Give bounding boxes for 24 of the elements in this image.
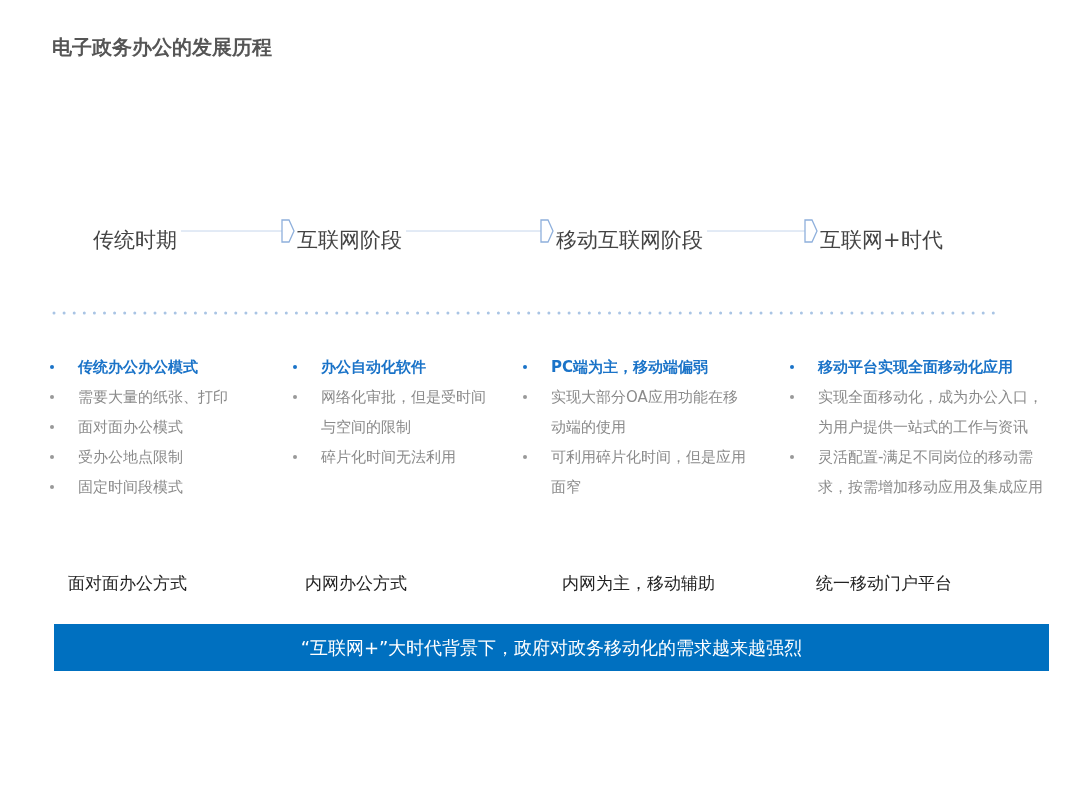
banner: “互联网+”大时代背景下，政府对政务移动化的需求越来越强烈 (54, 624, 1049, 671)
bullet-item: 实现全面移动化，成为办公入口，为用户提供一站式的工作与资讯 (818, 387, 1044, 438)
bullet-heading: 移动平台实现全面移动化应用 (818, 357, 1014, 378)
mode-label: 内网为主，移动辅助 (562, 572, 715, 595)
bullet-heading: PC端为主，移动端偏弱 (551, 357, 709, 378)
bullet-item: 面对面办公模式 (78, 417, 184, 438)
bullet-item: 灵活配置-满足不同岗位的移动需求，按需增加移动应用及集成应用 (818, 447, 1044, 498)
bullet-item: 碎片化时间无法利用 (321, 447, 457, 468)
bullet-item: 受办公地点限制 (78, 447, 184, 468)
mode-label: 面对面办公方式 (68, 572, 187, 595)
bullet-item: 网络化审批，但是受时间与空间的限制 (321, 387, 487, 438)
bullet-item: 实现大部分OA应用功能在移动端的使用 (551, 387, 739, 438)
stage-heading: 传统时期 (93, 226, 177, 254)
bullet-heading: 传统办公办公模式 (78, 357, 199, 378)
bullet-heading: 办公自动化软件 (321, 357, 427, 378)
mode-label: 内网办公方式 (305, 572, 407, 595)
bullet-item: 固定时间段模式 (78, 477, 184, 498)
stage-heading: 互联网+时代 (820, 226, 943, 254)
stage-heading: 移动互联网阶段 (556, 226, 703, 254)
stage-heading: 互联网阶段 (297, 226, 402, 254)
bullet-item: 需要大量的纸张、打印 (78, 387, 229, 408)
bullet-item: 可利用碎片化时间，但是应用面窄 (551, 447, 747, 498)
mode-label: 统一移动门户平台 (816, 572, 952, 595)
title: 电子政务办公的发展历程 (52, 34, 272, 61)
